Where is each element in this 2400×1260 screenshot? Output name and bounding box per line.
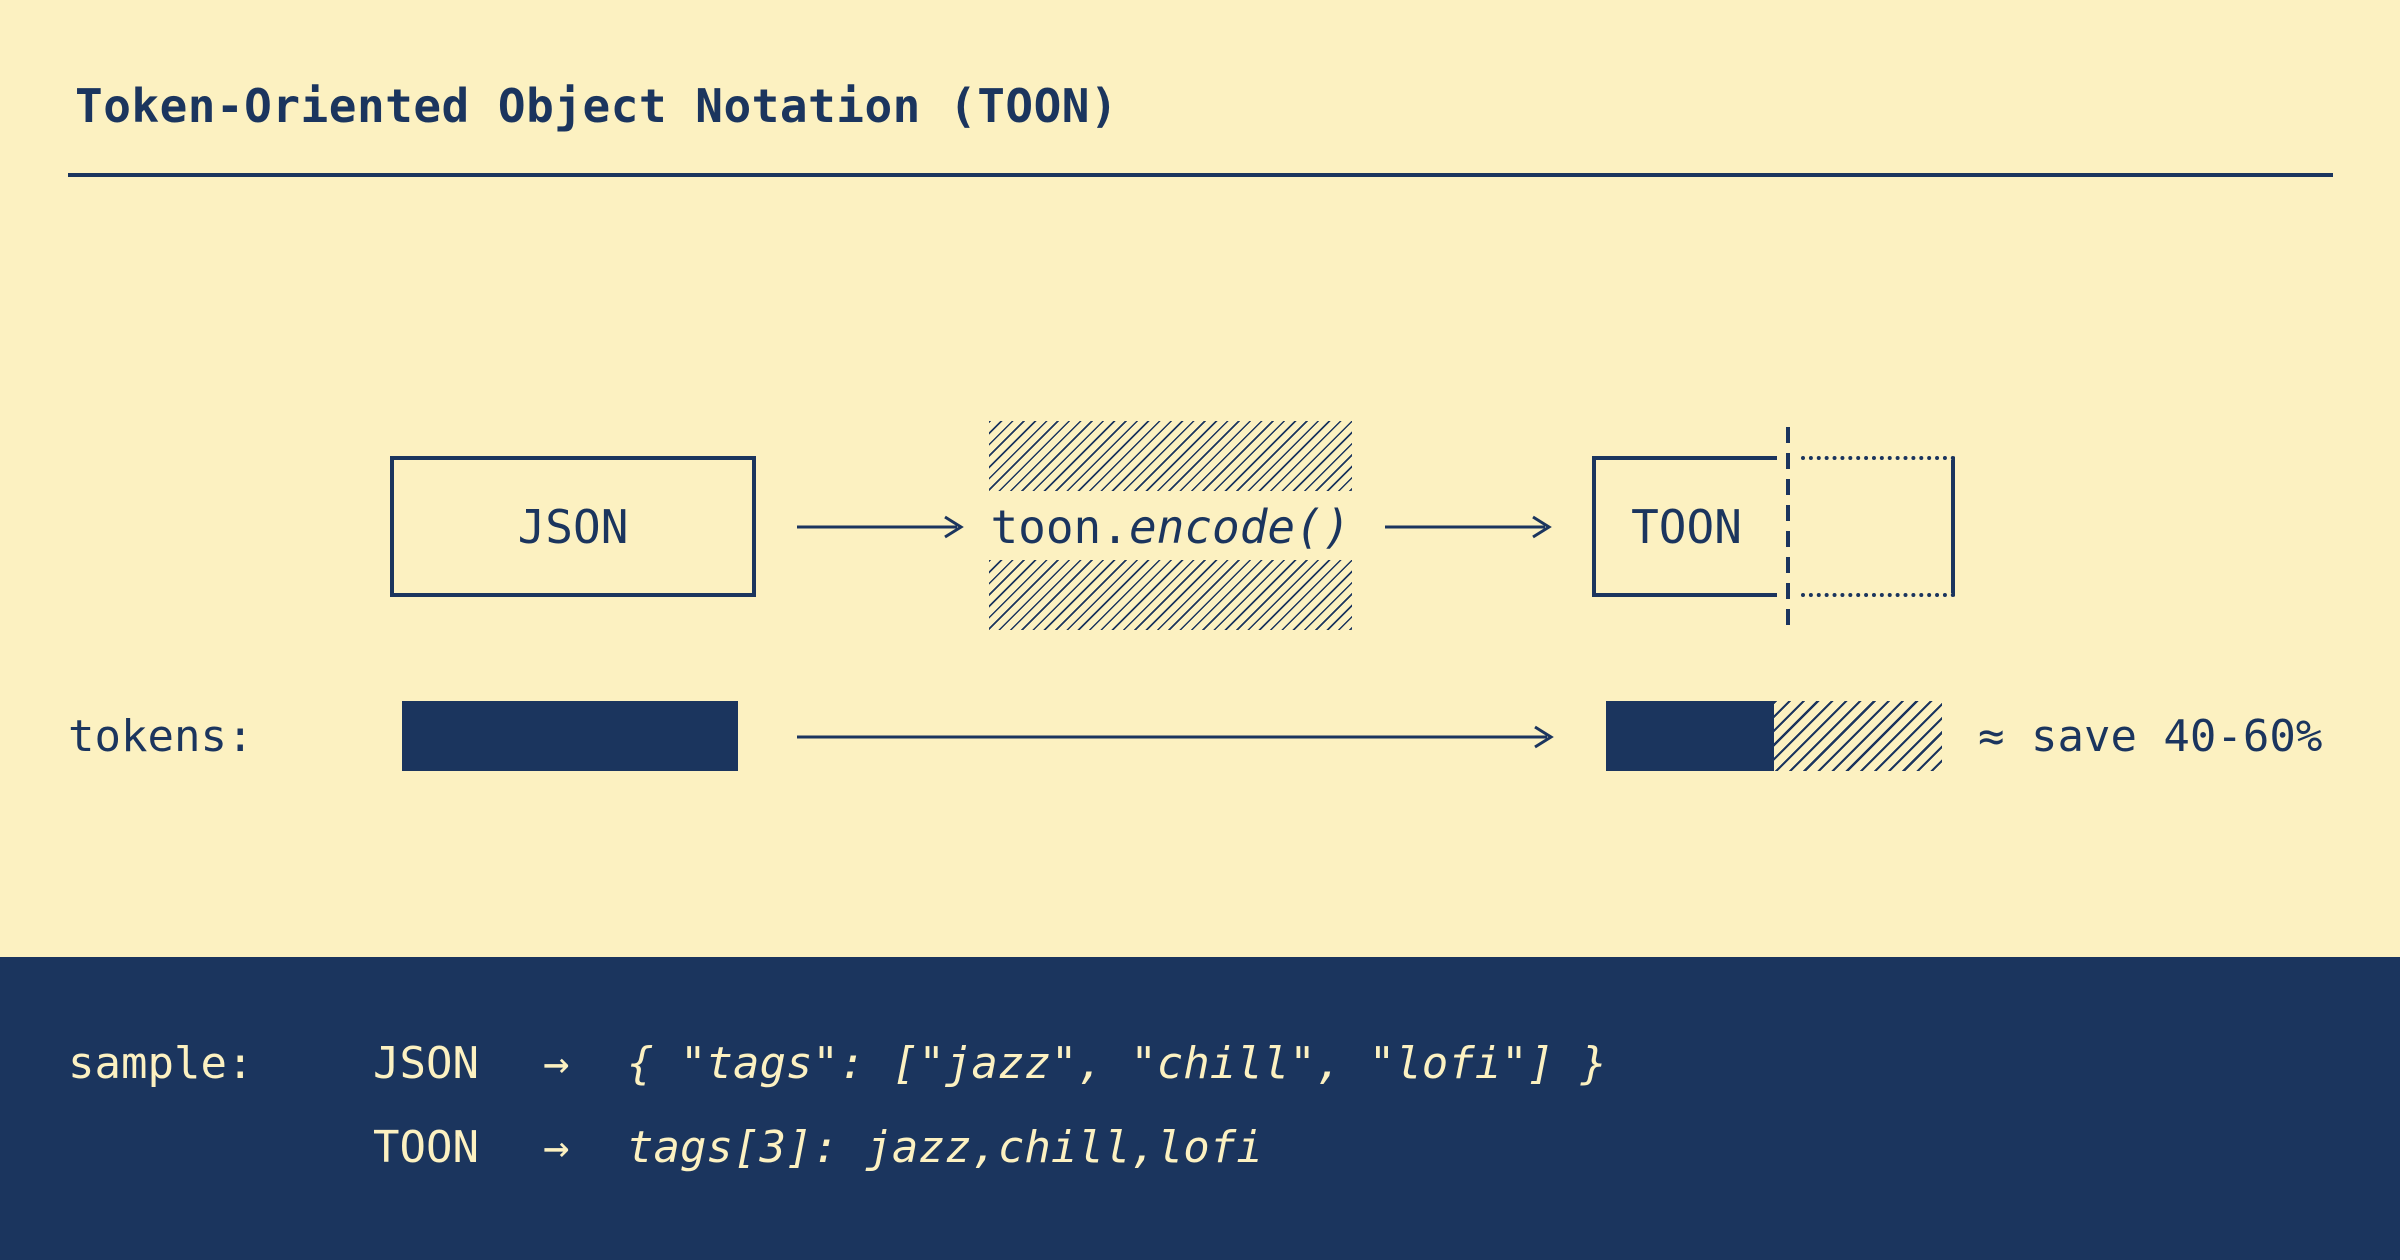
json-box: JSON [390, 456, 756, 597]
arrow-right-glyph: → [543, 1038, 570, 1089]
sample-row-label: sample: [68, 1038, 254, 1089]
sample-toon-format: TOON [373, 1122, 479, 1173]
savings-note: ≈ save 40-60% [1978, 711, 2323, 762]
arrow-right-glyph: → [543, 1122, 570, 1173]
tokens-row-label: tokens: [68, 711, 254, 762]
title-divider [68, 173, 2333, 177]
toon-token-bar-solid [1606, 701, 1774, 771]
arrow-right-icon [1385, 515, 1552, 539]
sample-toon-code: tags[3]: jazz,chill,lofi [627, 1122, 1263, 1173]
dashed-line-icon [1786, 427, 1790, 631]
hatch-band-bottom [989, 560, 1352, 630]
sample-json-format: JSON [373, 1038, 479, 1089]
arrow-encode-to-toon [1383, 512, 1555, 542]
arrow-tokens [795, 722, 1557, 752]
sample-json-code: { "tags": ["jazz", "chill", "lofi"] } [627, 1038, 1608, 1089]
toon-box-label: TOON [1631, 499, 1742, 554]
encode-call: encode() [1128, 500, 1351, 554]
page-title: Token-Oriented Object Notation (TOON) [75, 79, 1119, 133]
encode-prefix: toon. [990, 500, 1129, 554]
toon-cut-dashed-line [1784, 427, 1792, 635]
json-token-bar [402, 701, 738, 771]
arrow-right-icon [797, 725, 1554, 749]
hatch-band-top [989, 421, 1352, 491]
arrow-json-to-encode [795, 512, 967, 542]
toon-box: TOON [1592, 456, 1777, 597]
toon-token-bar-saved-hatch [1774, 701, 1942, 771]
arrow-right-icon [797, 515, 964, 539]
json-box-label: JSON [517, 499, 629, 554]
toon-saved-space-box [1801, 456, 1955, 597]
sample-panel: sample: JSON → { "tags": ["jazz", "chill… [0, 957, 2400, 1260]
encode-step-label: toon.encode() [989, 504, 1352, 550]
